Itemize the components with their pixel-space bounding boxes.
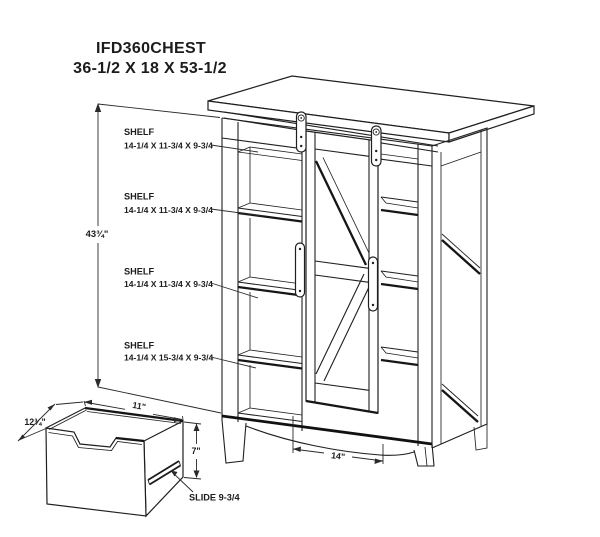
shelf-callout-4: SHELF 14-1/4 X 15-3/4 X 9-3/4 <box>124 341 257 369</box>
shelf-1-label: SHELF <box>124 127 155 137</box>
model-number: IFD360CHEST <box>96 40 206 57</box>
shelf-callout-1: SHELF 14-1/4 X 11-3/4 X 9-3/4 <box>124 127 259 153</box>
right-side-panel <box>431 127 488 451</box>
drawer-drawing <box>45 406 184 518</box>
overall-dimensions: 36-1/2 X 18 X 53-1/2 <box>73 60 227 77</box>
shelf-3-size: 14-1/4 X 11-3/4 X 9-3/4 <box>124 279 213 289</box>
drawer-slide-rail <box>147 460 181 486</box>
drawer-height-dimension-text: 7" <box>191 446 200 456</box>
hanger-bracket-left <box>295 111 307 153</box>
height-dimension: 43¾" <box>86 103 222 414</box>
drawer-left-dimension-text: 12¾" <box>24 417 45 427</box>
shelf-3-label: SHELF <box>124 267 155 277</box>
shelf-1-leader-line <box>210 144 259 153</box>
drawer-left-dimension: 12¾" <box>17 401 84 442</box>
slide-leader-line <box>171 471 194 493</box>
drawer-top-dimension: 11" <box>83 399 184 423</box>
left-shelf-column <box>237 146 303 423</box>
title-block: IFD360CHEST 36-1/2 X 18 X 53-1/2 <box>73 40 227 77</box>
cabinet-top <box>207 75 535 143</box>
height-dimension-text: 43¾" <box>86 228 109 239</box>
shelf-4-label: SHELF <box>124 341 155 351</box>
slide-label-text: SLIDE 9-3/4 <box>189 493 240 503</box>
interior-shelves-right <box>380 153 419 367</box>
drawer-top-dimension-text: 11" <box>132 400 147 412</box>
door-width-dimension: 14" <box>292 416 384 464</box>
shelf-3-leader-line <box>210 282 259 299</box>
door-handle-left <box>294 242 306 298</box>
drawer-height-dimension: 7" <box>183 421 202 480</box>
shelf-4-size: 14-1/4 X 15-3/4 X 9-3/4 <box>124 353 214 363</box>
shelf-2-size: 14-1/4 X 11-3/4 X 9-3/4 <box>124 205 213 215</box>
shelf-1-size: 14-1/4 X 11-3/4 X 9-3/4 <box>124 141 213 151</box>
shelf-2-leader-line <box>210 208 264 217</box>
cabinet-case <box>221 117 435 467</box>
door-width-dimension-text: 14" <box>331 450 346 462</box>
shelf-callout-2: SHELF 14-1/4 X 11-3/4 X 9-3/4 <box>124 192 264 217</box>
shelf-2-label: SHELF <box>124 192 155 202</box>
barn-door <box>305 130 379 415</box>
shelf-callout-3: SHELF 14-1/4 X 11-3/4 X 9-3/4 <box>124 267 259 299</box>
drawer-slide-callout: SLIDE 9-3/4 <box>171 470 240 503</box>
shelf-4-leader-line <box>210 356 257 369</box>
hanger-bracket-right <box>370 125 382 167</box>
door-handle-right <box>367 256 379 312</box>
